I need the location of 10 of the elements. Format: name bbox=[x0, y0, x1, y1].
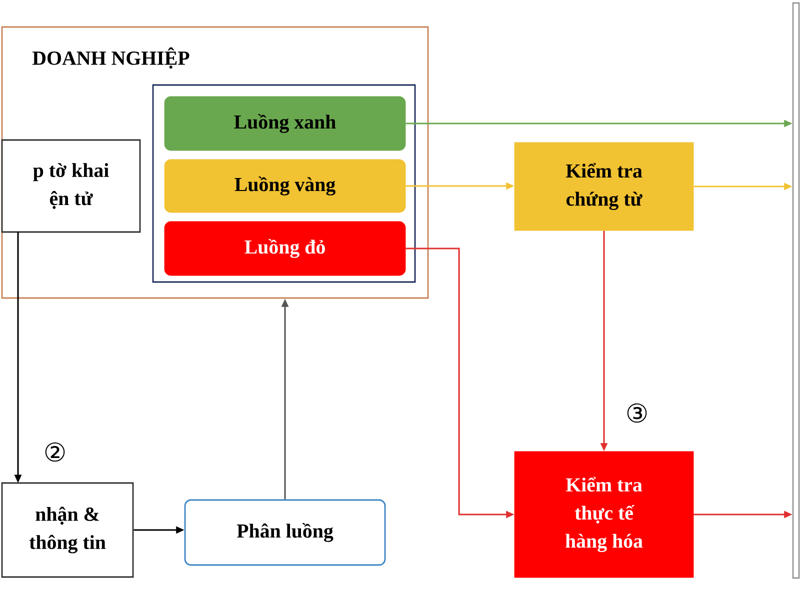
callout-number: ③ bbox=[627, 403, 647, 423]
panel-box bbox=[792, 2, 800, 579]
process-box: Kiểm tra chứng từ bbox=[514, 142, 694, 231]
process-box: Luồng đỏ bbox=[164, 221, 406, 276]
process-box: Phân luồng bbox=[184, 499, 386, 566]
process-box: nhận & thông tin bbox=[1, 482, 134, 578]
process-box: Luồng vàng bbox=[164, 159, 406, 213]
process-box: p tờ khai ện tử bbox=[1, 139, 141, 233]
process-box: Kiểm tra thực tế hàng hóa bbox=[514, 451, 694, 578]
process-box: Luồng xanh bbox=[164, 96, 406, 151]
